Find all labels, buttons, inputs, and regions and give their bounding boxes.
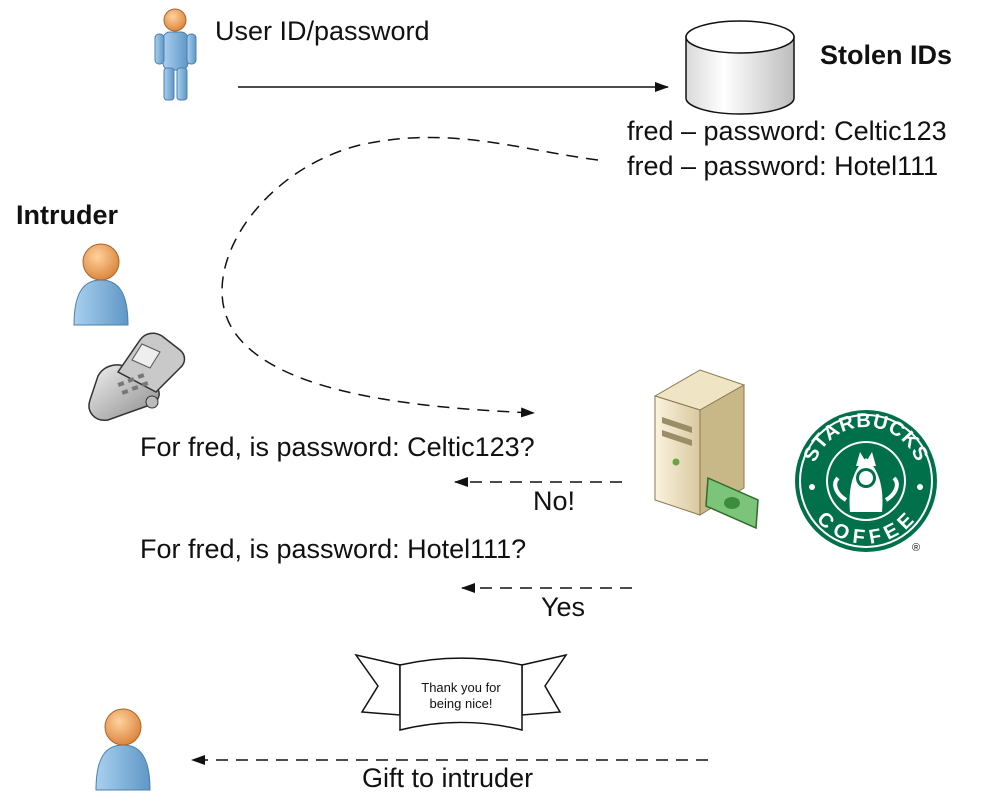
- stolen-id-row: fred – password: Celtic123: [627, 116, 947, 146]
- reply-label-no: No!: [533, 486, 576, 516]
- person-icon: [73, 243, 129, 326]
- banner-icon: [354, 653, 568, 731]
- starbucks-logo: STARBUCKS COFFEE ®: [795, 410, 937, 554]
- banner-line: Thank you for: [421, 680, 501, 695]
- mobile-phone-icon: [88, 332, 186, 421]
- intruder-title: Intruder: [16, 200, 119, 230]
- banner-text: Thank you for being nice!: [402, 680, 520, 713]
- stolen-id-reuse-arrow: [221, 136, 599, 418]
- stolen-id-row: fred – password: Hotel111: [627, 151, 939, 181]
- person-icon: [95, 708, 151, 791]
- gift-label: Gift to intruder: [362, 763, 534, 793]
- query-label-1: For fred, is password: Celtic123?: [140, 432, 535, 462]
- cash-bill-icon: [705, 476, 759, 530]
- stolen-ids-title: Stolen IDs: [820, 40, 953, 70]
- banner-line: being nice!: [429, 696, 493, 712]
- query-label-2: For fred, is password: Hotel111?: [140, 534, 527, 564]
- reply-label-yes: Yes: [541, 592, 586, 622]
- user-credentials-label: User ID/password: [215, 16, 430, 46]
- registered-mark: ®: [912, 542, 920, 554]
- user-figure-icon: [154, 8, 197, 101]
- database-icon: [685, 20, 795, 115]
